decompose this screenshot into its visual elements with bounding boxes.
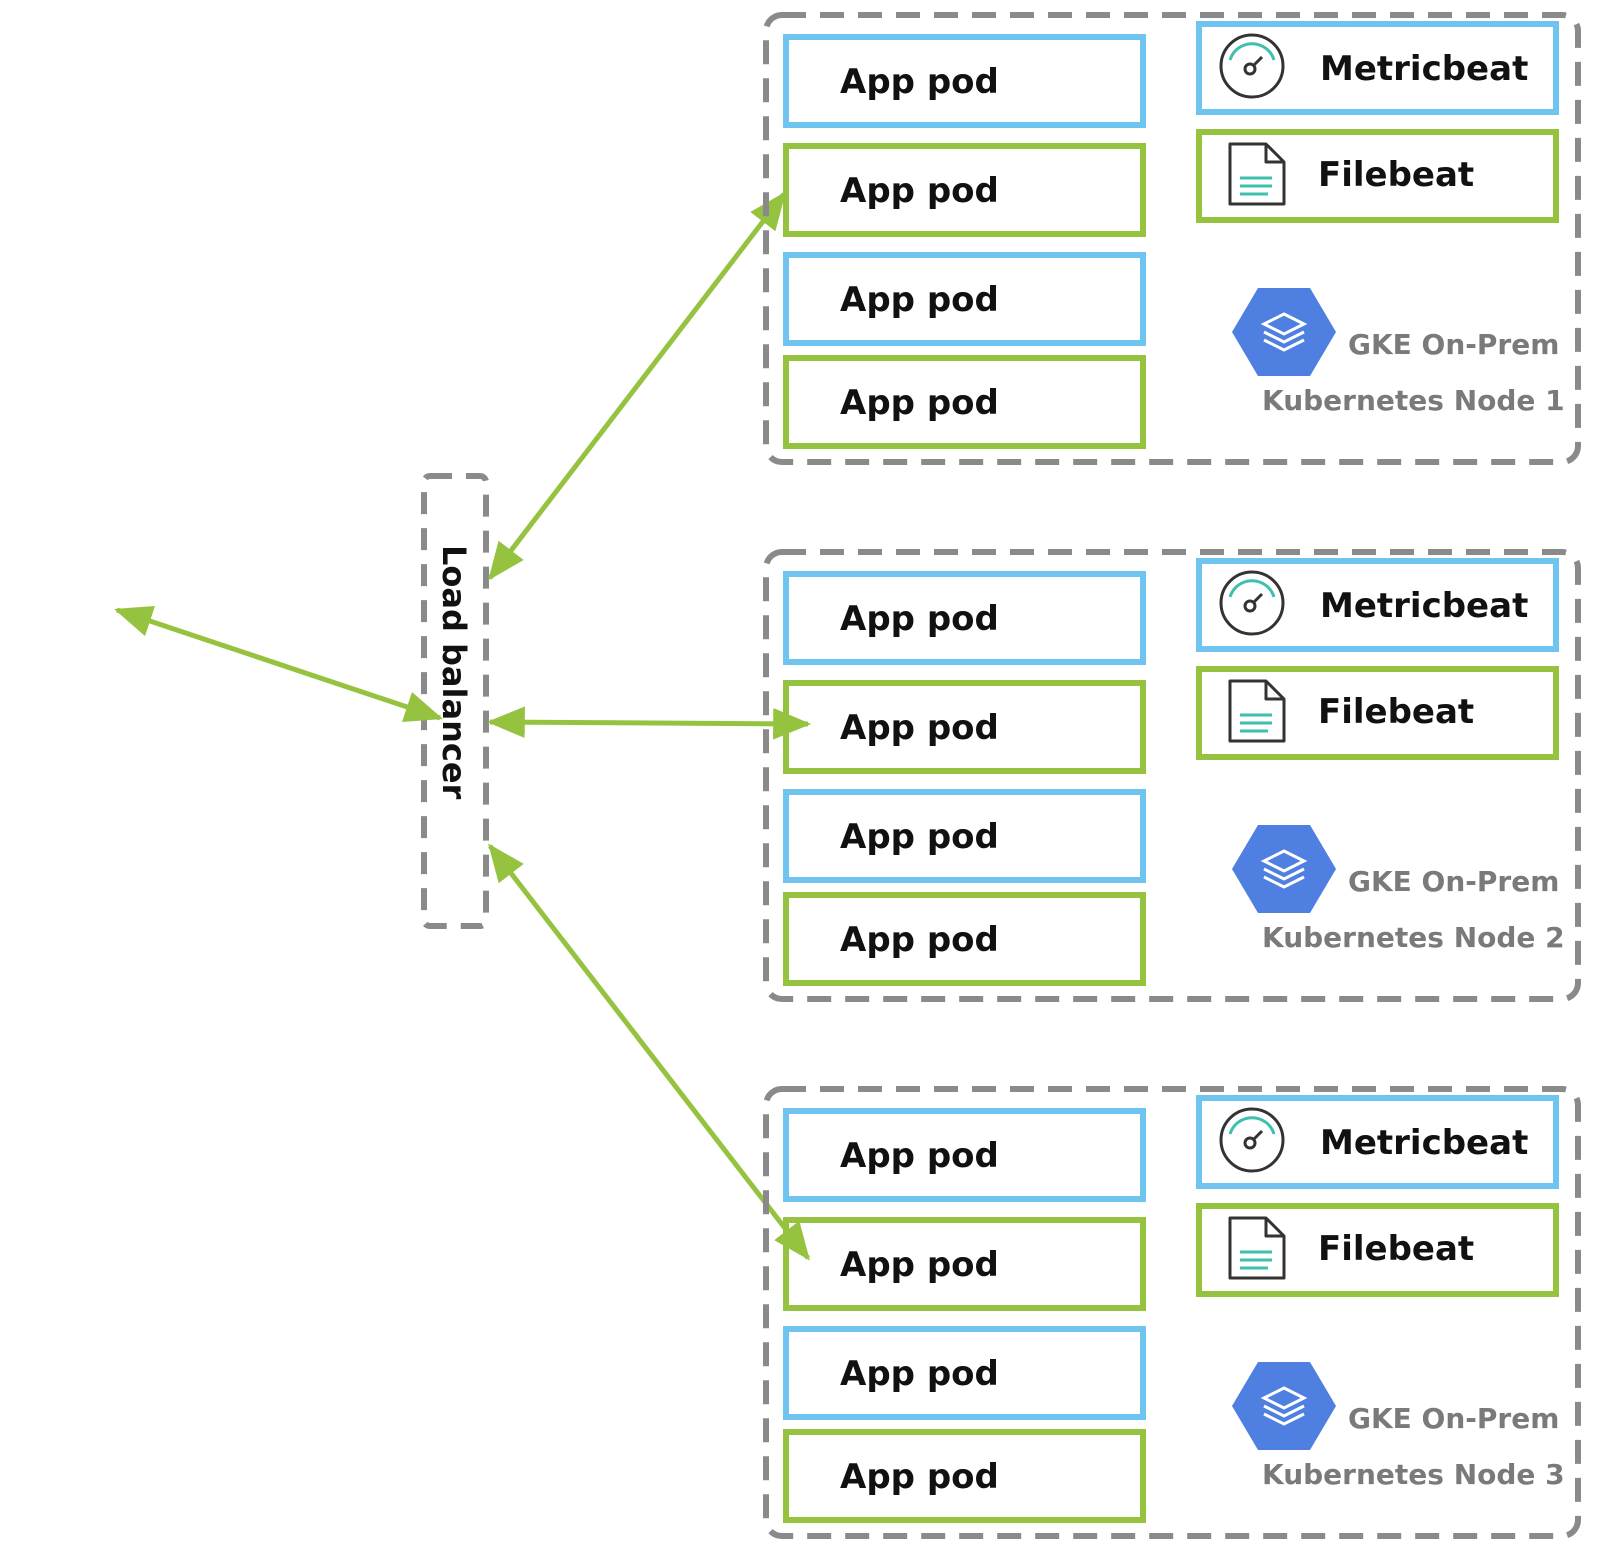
app-pod[interactable]: App pod (783, 571, 1146, 665)
filebeat-box[interactable]: Filebeat (1196, 1203, 1559, 1297)
app-pod[interactable]: App pod (783, 1326, 1146, 1420)
app-pod-label: App pod (840, 1354, 999, 1394)
gke-node-badge: GKE On-Prem Kubernetes Node 2 (1232, 825, 1565, 954)
arrow-load-balancer-to-node1 (488, 191, 786, 581)
filebeat-box[interactable]: Filebeat (1196, 666, 1559, 760)
gke-title: GKE On-Prem (1348, 328, 1559, 361)
metricbeat-box[interactable]: Metricbeat (1196, 558, 1559, 652)
gke-title: GKE On-Prem (1348, 1402, 1559, 1435)
app-pod[interactable]: App pod (783, 355, 1146, 449)
metricbeat-box[interactable]: Metricbeat (1196, 21, 1559, 115)
app-pod[interactable]: App pod (783, 892, 1146, 986)
metricbeat-label: Metricbeat (1320, 49, 1528, 89)
app-pod[interactable]: App pod (783, 789, 1146, 883)
gke-node-name: Kubernetes Node 3 (1262, 1458, 1565, 1491)
app-pod[interactable]: App pod (783, 252, 1146, 346)
document-icon (1228, 1216, 1286, 1280)
gauge-icon (1219, 33, 1285, 99)
node-boundary (763, 1086, 1581, 1539)
app-pod-label: App pod (840, 383, 999, 423)
gauge-icon (1219, 570, 1285, 636)
app-pod-label: App pod (840, 708, 999, 748)
app-pod[interactable]: App pod (783, 34, 1146, 128)
arrow-load-balancer-to-node3 (488, 843, 810, 1261)
app-pod[interactable]: App pod (783, 1217, 1146, 1311)
filebeat-label: Filebeat (1318, 1229, 1474, 1269)
app-pod[interactable]: App pod (783, 1108, 1146, 1202)
metricbeat-label: Metricbeat (1320, 1123, 1528, 1163)
node-boundary (763, 12, 1581, 465)
filebeat-box[interactable]: Filebeat (1196, 129, 1559, 223)
app-pod-label: App pod (840, 920, 999, 960)
gke-hexagon-icon (1232, 288, 1336, 376)
connectors (113, 191, 812, 1261)
kubernetes-node-2: App pod App pod App pod App pod Metricbe… (763, 549, 1581, 1002)
app-pod-label: App pod (840, 62, 999, 102)
app-pod[interactable]: App pod (783, 143, 1146, 237)
kubernetes-node-1: App pod App pod App pod App pod Metricbe… (763, 12, 1581, 465)
gke-node-badge: GKE On-Prem Kubernetes Node 3 (1232, 1362, 1565, 1491)
document-icon (1228, 142, 1286, 206)
gke-title: GKE On-Prem (1348, 865, 1559, 898)
app-pod-label: App pod (840, 599, 999, 639)
gke-hexagon-icon (1232, 1362, 1336, 1450)
document-icon (1228, 679, 1286, 743)
arrow-external-to-load-balancer (113, 606, 444, 722)
metricbeat-label: Metricbeat (1320, 586, 1528, 626)
arrow-load-balancer-to-node2 (486, 706, 812, 740)
app-pod[interactable]: App pod (783, 1429, 1146, 1523)
metricbeat-box[interactable]: Metricbeat (1196, 1095, 1559, 1189)
load-balancer-label: Load balancer (435, 545, 473, 800)
gke-node-badge: GKE On-Prem Kubernetes Node 1 (1232, 288, 1565, 417)
node-boundary (763, 549, 1581, 1002)
kubernetes-node-3: App pod App pod App pod App pod Metricbe… (763, 1086, 1581, 1539)
gke-hexagon-icon (1232, 825, 1336, 913)
filebeat-label: Filebeat (1318, 692, 1474, 732)
app-pod-label: App pod (840, 817, 999, 857)
app-pod-label: App pod (840, 1457, 999, 1497)
app-pod-label: App pod (840, 1136, 999, 1176)
gke-node-name: Kubernetes Node 1 (1262, 384, 1565, 417)
gauge-icon (1219, 1107, 1285, 1173)
load-balancer[interactable]: Load balancer (421, 473, 489, 929)
app-pod-label: App pod (840, 1245, 999, 1285)
filebeat-label: Filebeat (1318, 155, 1474, 195)
app-pod-label: App pod (840, 280, 999, 320)
app-pod[interactable]: App pod (783, 680, 1146, 774)
gke-node-name: Kubernetes Node 2 (1262, 921, 1565, 954)
app-pod-label: App pod (840, 171, 999, 211)
